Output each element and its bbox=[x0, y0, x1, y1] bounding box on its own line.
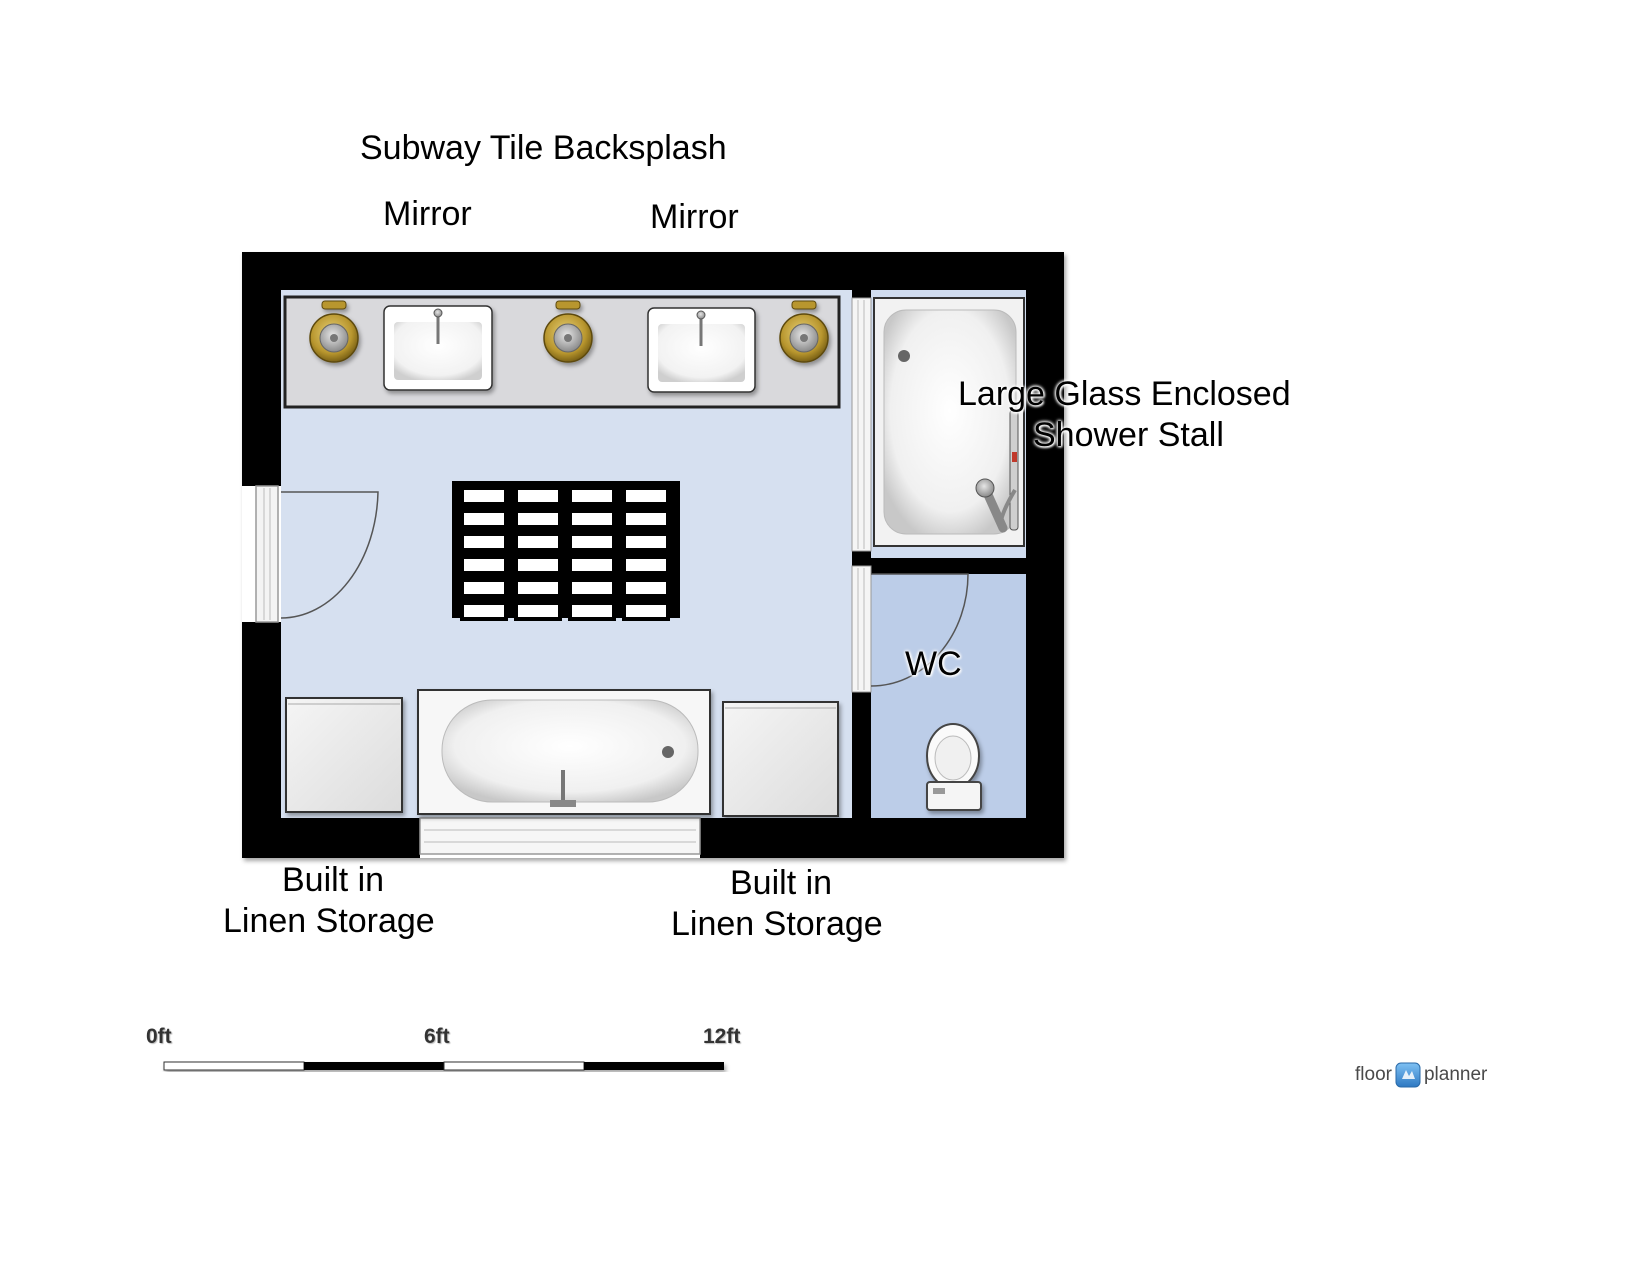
vent-slot bbox=[622, 509, 670, 529]
vent-slot bbox=[568, 509, 616, 529]
vent-slot bbox=[622, 578, 670, 598]
scale-tick-12: 12ft bbox=[703, 1025, 741, 1048]
floor-vent-icon bbox=[452, 481, 680, 621]
door-frame-wc bbox=[851, 565, 872, 693]
linen-cabinet-right[interactable] bbox=[722, 701, 839, 817]
toilet-icon[interactable] bbox=[926, 723, 982, 811]
shower-tray-icon[interactable] bbox=[873, 297, 1025, 547]
vent-slot bbox=[460, 486, 508, 506]
label-shower-line1: Large Glass Enclosed bbox=[958, 375, 1291, 413]
brand-logo: floor planner bbox=[1355, 1062, 1487, 1088]
vent-slot bbox=[514, 555, 562, 575]
vent-slot bbox=[568, 532, 616, 552]
vent-slot bbox=[622, 532, 670, 552]
bathtub-icon[interactable] bbox=[417, 689, 711, 815]
vent-slot bbox=[460, 532, 508, 552]
sink-icon[interactable] bbox=[647, 307, 756, 393]
scale-bar bbox=[163, 1061, 724, 1071]
faucet-icon bbox=[696, 310, 706, 346]
vent-slot bbox=[460, 601, 508, 621]
title-backsplash: Subway Tile Backsplash bbox=[360, 129, 727, 167]
window-frame-bottom bbox=[419, 817, 701, 855]
label-mirror-left: Mirror bbox=[383, 195, 472, 233]
door-frame-left bbox=[255, 485, 279, 623]
vent-slot bbox=[460, 509, 508, 529]
label-mirror-right: Mirror bbox=[650, 198, 739, 236]
vent-slot bbox=[460, 555, 508, 575]
label-linen-right-line2: Linen Storage bbox=[671, 905, 883, 943]
vent-slot bbox=[460, 578, 508, 598]
interior-wall-horizontal bbox=[871, 558, 1026, 574]
wall-sconce-icon bbox=[309, 300, 359, 363]
shower-head-icon bbox=[975, 409, 1019, 533]
vent-slot bbox=[568, 555, 616, 575]
vent-slot bbox=[568, 486, 616, 506]
vent-slot bbox=[622, 555, 670, 575]
label-linen-right-line1: Built in bbox=[730, 864, 833, 902]
scale-tick-6: 6ft bbox=[424, 1025, 450, 1048]
wall-sconce-icon bbox=[543, 300, 593, 363]
vent-slot bbox=[568, 578, 616, 598]
vent-slot bbox=[622, 486, 670, 506]
faucet-icon bbox=[433, 308, 443, 344]
brand-text-left: floor bbox=[1355, 1064, 1392, 1085]
vent-slot bbox=[568, 601, 616, 621]
linen-cabinet-left[interactable] bbox=[285, 697, 403, 813]
label-wc: WC bbox=[905, 645, 962, 683]
vent-slot bbox=[514, 532, 562, 552]
shower-glass-panel bbox=[851, 297, 872, 552]
vent-slot bbox=[514, 601, 562, 621]
sink-icon[interactable] bbox=[383, 305, 493, 391]
label-shower-line2: Shower Stall bbox=[1033, 416, 1224, 454]
brand-text-right: planner bbox=[1423, 1064, 1488, 1085]
label-linen-left-line2: Linen Storage bbox=[223, 902, 435, 940]
scale-tick-0: 0ft bbox=[146, 1025, 172, 1048]
vent-slot bbox=[514, 578, 562, 598]
door-swing-icon[interactable] bbox=[280, 491, 379, 619]
vent-slot bbox=[622, 601, 670, 621]
label-linen-left-line1: Built in bbox=[282, 861, 385, 899]
door-swing-icon[interactable] bbox=[870, 573, 969, 687]
vent-slot bbox=[514, 486, 562, 506]
vent-slot bbox=[514, 509, 562, 529]
floorplanner-logo-icon bbox=[1395, 1062, 1421, 1088]
wall-sconce-icon bbox=[779, 300, 829, 363]
